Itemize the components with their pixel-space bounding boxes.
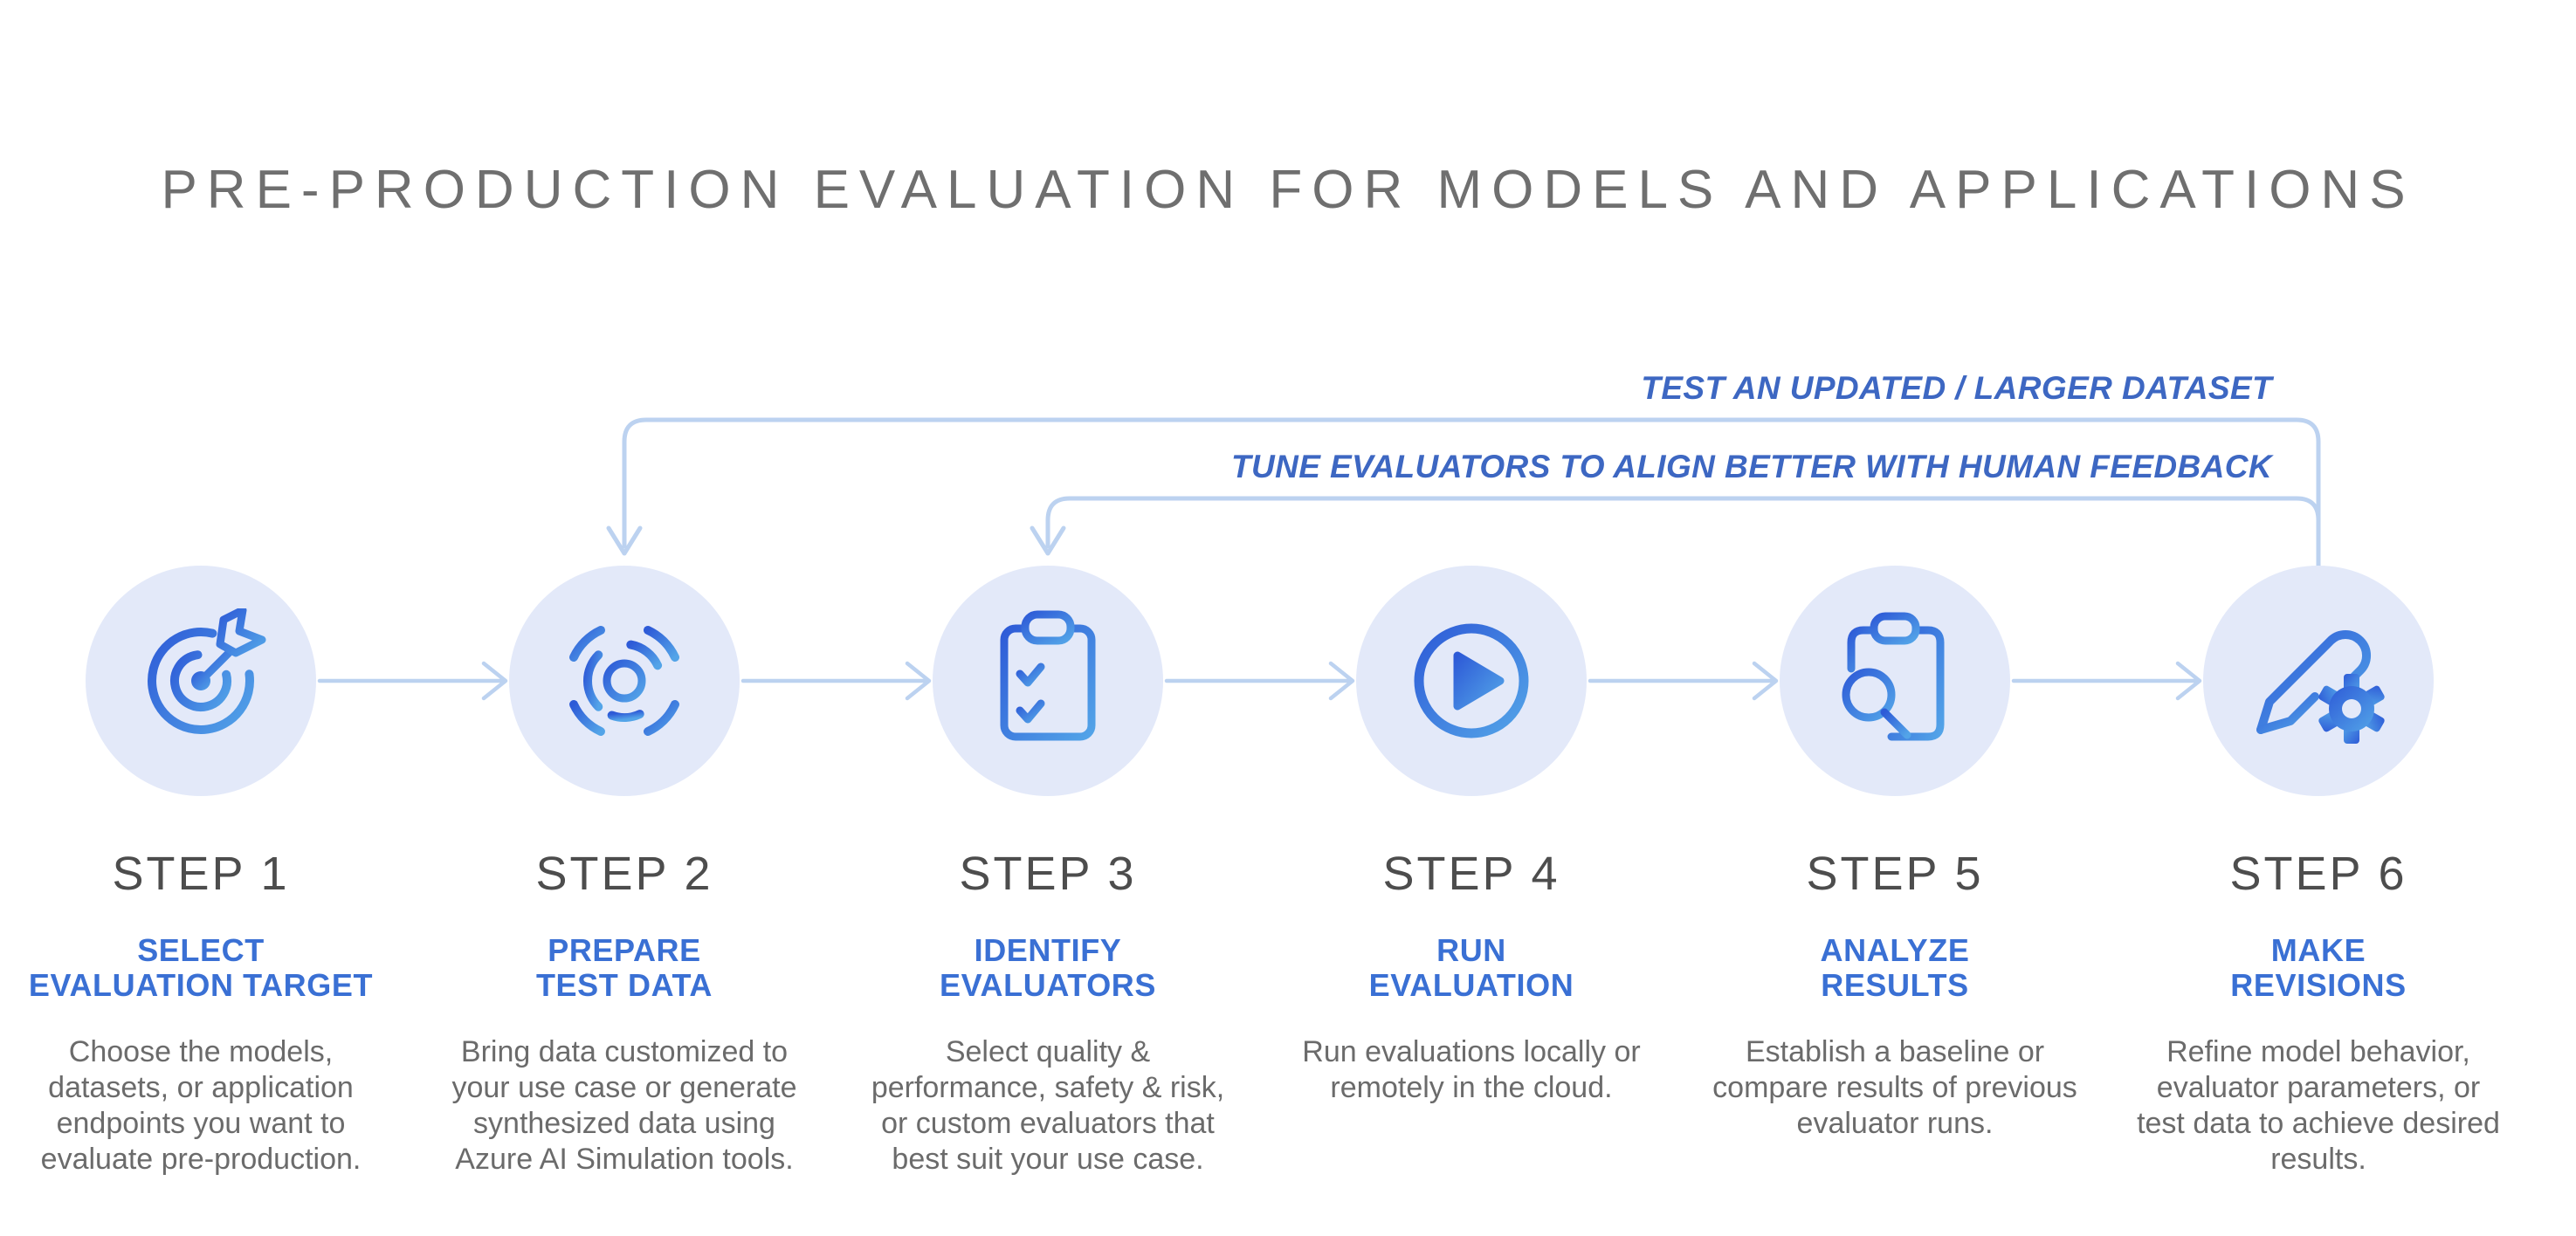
step6-column: STEP 6 MAKE REVISIONS Refine model behav…: [2109, 848, 2528, 1178]
step2-label: STEP 2: [535, 848, 713, 900]
loop1-line: [622, 417, 2321, 570]
step1-column: STEP 1 SELECT EVALUATION TARGET Choose t…: [0, 848, 410, 1178]
step6-description: Refine model behavior, evaluator paramet…: [2137, 1035, 2500, 1177]
step3-label: STEP 3: [959, 848, 1137, 900]
connector-step5-step6: [2011, 661, 2202, 701]
loop1-label: TEST AN UPDATED / LARGER DATASET: [1641, 370, 2272, 406]
connector-step3-step4: [1164, 661, 1355, 701]
search-clipboard-icon: [1842, 612, 1945, 741]
gear-icon: [2318, 674, 2385, 744]
step2-column: STEP 2 PREPARE TEST DATA Bring data cust…: [415, 848, 834, 1178]
step3-subtitle: IDENTIFY EVALUATORS: [939, 932, 1156, 1004]
step2-subtitle: PREPARE TEST DATA: [535, 932, 713, 1004]
step1-label: STEP 1: [112, 848, 290, 900]
page-title: PRE-PRODUCTION EVALUATION FOR MODELS AND…: [161, 160, 2415, 220]
loop1-down-arrowhead-icon: [606, 525, 643, 556]
connector-step2-step3: [740, 661, 932, 701]
step2-description: Bring data customized to your use case o…: [451, 1035, 797, 1177]
step3-description: Select quality & performance, safety & r…: [871, 1035, 1225, 1177]
step5-label: STEP 5: [1806, 848, 1984, 900]
target-dart-icon: [148, 608, 266, 734]
step6-label: STEP 6: [2229, 848, 2407, 900]
step3-column: STEP 3 IDENTIFY EVALUATORS Select qualit…: [838, 848, 1257, 1178]
step1-subtitle: SELECT EVALUATION TARGET: [28, 932, 374, 1004]
step6-subtitle: MAKE REVISIONS: [2230, 932, 2407, 1004]
step4-column: STEP 4 RUN EVALUATION Run evaluations lo…: [1262, 848, 1681, 1106]
step4-description: Run evaluations locally or remotely in t…: [1302, 1035, 1641, 1105]
edit-gear-icon: [2256, 629, 2385, 744]
step5-circle: [1780, 566, 2010, 796]
step1-circle: [86, 566, 316, 796]
loop2-down-arrowhead-icon: [1030, 525, 1066, 556]
step1-description: Choose the models, datasets, or applicat…: [40, 1035, 362, 1177]
step4-subtitle: RUN EVALUATION: [1368, 932, 1574, 1004]
data-pulse-icon: [569, 626, 679, 736]
play-icon: [1414, 623, 1529, 738]
loop2-line: [1045, 496, 2321, 549]
step4-circle: [1356, 566, 1587, 796]
step5-description: Establish a baseline or compare results …: [1712, 1035, 2077, 1141]
step4-label: STEP 4: [1382, 848, 1560, 900]
step2-circle: [509, 566, 740, 796]
checklist-clipboard-icon: [1000, 610, 1096, 741]
step5-subtitle: ANALYZE RESULTS: [1820, 932, 1970, 1004]
step3-circle: [933, 566, 1163, 796]
step5-column: STEP 5 ANALYZE RESULTS Establish a basel…: [1685, 848, 2104, 1142]
loop2-label: TUNE EVALUATORS TO ALIGN BETTER WITH HUM…: [1230, 449, 2272, 484]
connector-step1-step2: [317, 661, 508, 701]
connector-step4-step5: [1588, 661, 1779, 701]
step6-circle: [2203, 566, 2434, 796]
